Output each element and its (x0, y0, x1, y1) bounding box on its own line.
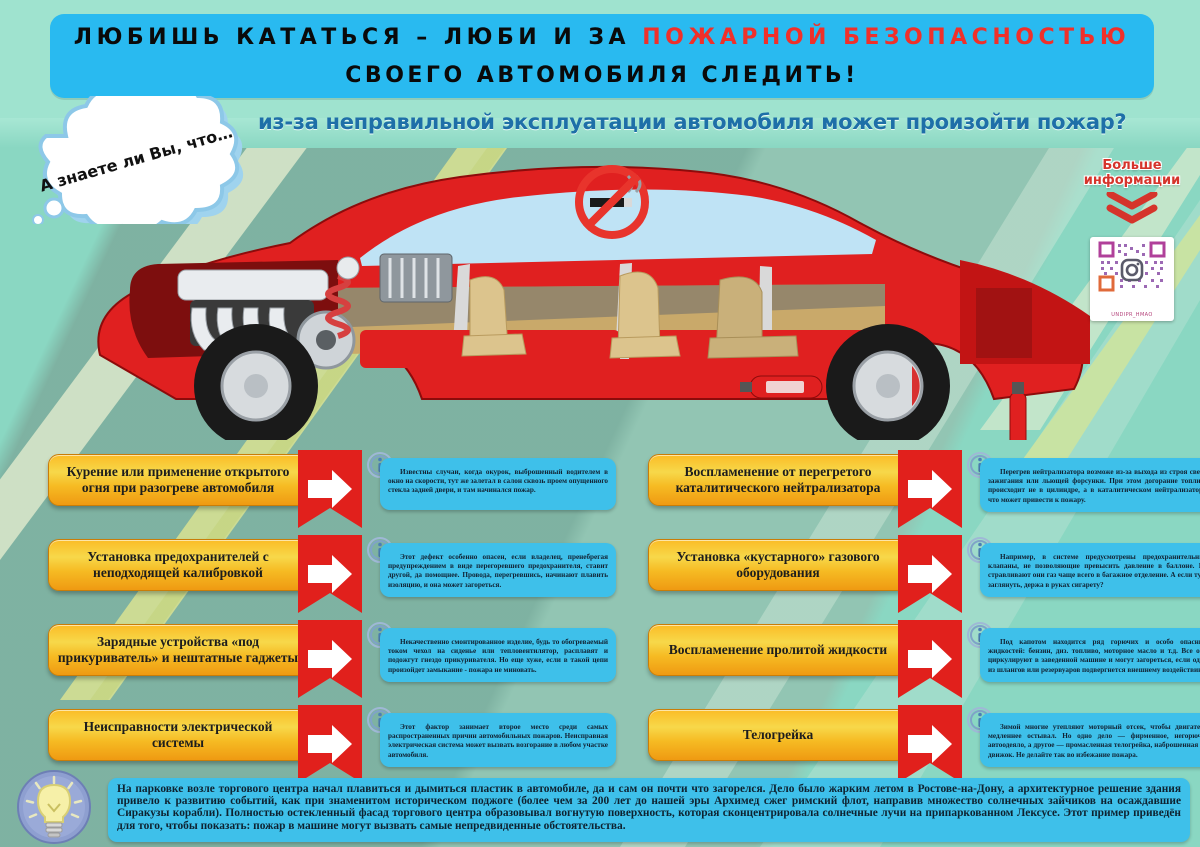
causes-column-right: Воспламенение от перегретого каталитичес… (640, 450, 1200, 787)
arrow-right-icon (898, 450, 962, 528)
cause-item: Воспламенение от перегретого каталитичес… (640, 450, 1200, 535)
cause-title-box[interactable]: Телогрейка (648, 709, 908, 761)
more-info-label-line2: информации (1083, 173, 1181, 188)
cause-description: Перегрев нейтрализатора возможе из-за вы… (988, 468, 1200, 504)
arrow-right-icon (298, 535, 362, 613)
instagram-icon (1120, 258, 1144, 282)
footer-note-box: На парковке возле торгового центра начал… (108, 778, 1190, 842)
footer-note-text: На парковке возле торгового центра начал… (117, 783, 1181, 832)
cause-info-box: Этот дефект особенно опасен, если владел… (380, 543, 616, 597)
cause-title-box[interactable]: Установка «кустарного» газового оборудов… (648, 539, 908, 591)
cause-title: Курение или применение открытого огня пр… (66, 464, 290, 495)
more-info-block[interactable]: Больше информации (1072, 158, 1192, 321)
cause-item: Зарядные устройства «под прикуриватель» … (40, 620, 620, 705)
cause-title-box[interactable]: Зарядные устройства «под прикуриватель» … (48, 624, 308, 676)
cause-title-box[interactable]: Установка предохранителей с неподходящей… (48, 539, 308, 591)
cause-info-box: Перегрев нейтрализатора возможе из-за вы… (980, 458, 1200, 512)
cause-title: Телогрейка (742, 727, 814, 742)
cause-description: Например, в системе предусмотрены предох… (988, 553, 1200, 589)
cause-item: Телогрейка Зимой многие утепляют моторны… (640, 705, 1200, 787)
cause-title: Установка «кустарного» газового оборудов… (676, 549, 880, 580)
cause-description: Этот фактор занимает второе место среди … (388, 723, 608, 759)
arrow-right-icon (898, 620, 962, 698)
cause-item: Установка предохранителей с неподходящей… (40, 535, 620, 620)
cause-title: Воспламенение от перегретого каталитичес… (675, 464, 881, 495)
cause-item: Курение или применение открытого огня пр… (40, 450, 620, 535)
cause-item: Установка «кустарного» газового оборудов… (640, 535, 1200, 620)
car-cutaway-illustration (60, 140, 1140, 451)
cause-title: Неисправности электрической системы (83, 719, 273, 750)
cause-title: Воспламенение пролитой жидкости (668, 642, 888, 657)
chevron-down-icon (1106, 190, 1158, 224)
header-banner: ЛЮБИШЬ КАТАТЬСЯ – ЛЮБИ И ЗА ПОЖАРНОЙ БЕЗ… (50, 14, 1154, 98)
causes-column-left: Курение или применение открытого огня пр… (40, 450, 620, 787)
speech-bubble: А знаете ли Вы, что… (8, 96, 258, 224)
more-info-label: Больше информации (1072, 158, 1192, 188)
cause-description: Некачественно смонтированное изделие, бу… (388, 638, 608, 674)
cause-title: Установка предохранителей с неподходящей… (87, 549, 269, 580)
arrow-right-icon (898, 535, 962, 613)
cause-info-box: Некачественно смонтированное изделие, бу… (380, 628, 616, 682)
cause-item: Воспламенение пролитой жидкости Под капо… (640, 620, 1200, 705)
cause-title-box[interactable]: Воспламенение от перегретого каталитичес… (648, 454, 908, 506)
cause-info-box: Известны случаи, когда окурок, выброшенн… (380, 458, 616, 510)
qr-code[interactable]: UNDIPR_HMAO (1090, 237, 1174, 321)
arrow-right-icon (298, 450, 362, 528)
cause-info-box: Например, в системе предусмотрены предох… (980, 543, 1200, 597)
cause-description: Этот дефект особенно опасен, если владел… (388, 553, 608, 589)
arrow-right-icon (298, 620, 362, 698)
cause-info-box: Под капотом находится ряд горючих и особ… (980, 628, 1200, 682)
qr-label: UNDIPR_HMAO (1111, 312, 1153, 318)
subtitle-text: из-за неправильной эксплуатации автомоби… (258, 110, 1127, 134)
arrow-right-icon (298, 705, 362, 783)
more-info-label-line1: Больше (1102, 158, 1162, 173)
lightbulb-icon (17, 770, 91, 844)
header-line-1-accent: ПОЖАРНОЙ БЕЗОПАСНОСТЬЮ (642, 25, 1131, 50)
arrow-right-icon (898, 705, 962, 783)
header-line-1: ЛЮБИШЬ КАТАТЬСЯ – ЛЮБИ И ЗА ПОЖАРНОЙ БЕЗ… (50, 14, 1154, 50)
cause-title-box[interactable]: Воспламенение пролитой жидкости (648, 624, 908, 676)
cause-info-box: Этот фактор занимает второе место среди … (380, 713, 616, 767)
header-line-1-plain: ЛЮБИШЬ КАТАТЬСЯ – ЛЮБИ И ЗА (73, 25, 643, 50)
cause-title: Зарядные устройства «под прикуриватель» … (57, 634, 299, 665)
cause-info-box: Зимой многие утепляют моторный отсек, чт… (980, 713, 1200, 767)
cause-description: Под капотом находится ряд горючих и особ… (988, 638, 1200, 674)
cause-description: Известны случаи, когда окурок, выброшенн… (388, 468, 608, 495)
cause-title-box[interactable]: Неисправности электрической системы (48, 709, 308, 761)
header-line-2: СВОЕГО АВТОМОБИЛЯ СЛЕДИТЬ! (345, 63, 859, 88)
cause-item: Неисправности электрической системы Этот… (40, 705, 620, 787)
cause-description: Зимой многие утепляют моторный отсек, чт… (988, 723, 1200, 759)
cause-title-box[interactable]: Курение или применение открытого огня пр… (48, 454, 308, 506)
